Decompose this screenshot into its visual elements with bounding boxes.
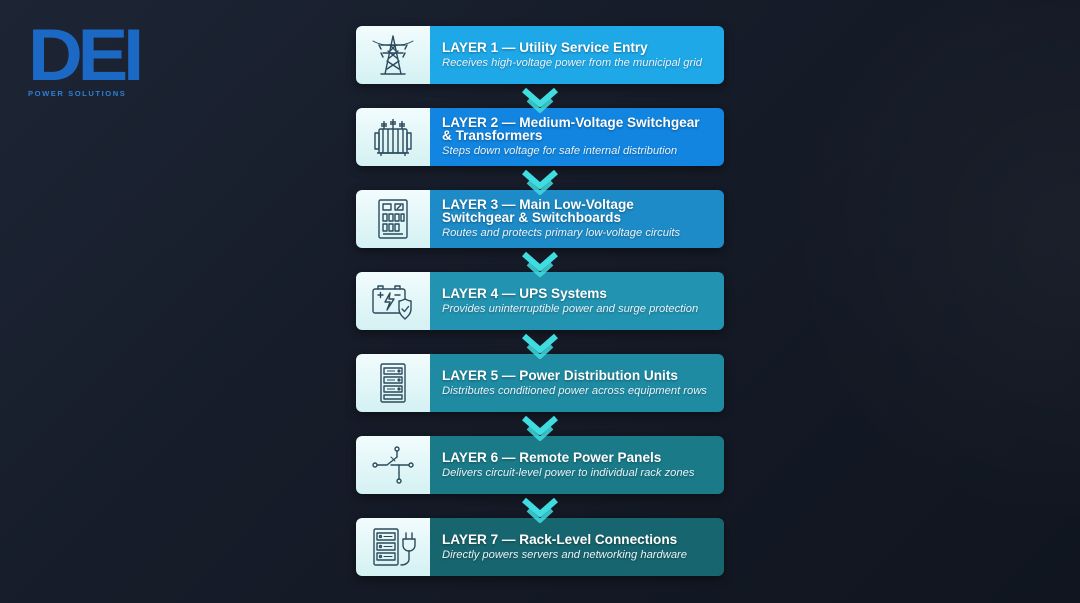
ups-battery-shield-icon: [356, 272, 430, 330]
logo-tagline: POWER SOLUTIONS: [28, 89, 127, 98]
switchboard-icon: [356, 190, 430, 248]
server-plug-icon: [356, 518, 430, 576]
layer-description: Delivers circuit-level power to individu…: [442, 466, 695, 479]
layer-card-5: LAYER 5 — Power Distribution Units Distr…: [356, 354, 724, 412]
layer-card-4: LAYER 4 — UPS Systems Provides uninterru…: [356, 272, 724, 330]
layer-description: Routes and protects primary low-voltage …: [442, 227, 681, 239]
layer-card-7: LAYER 7 — Rack-Level Connections Directl…: [356, 518, 724, 576]
layer-title: LAYER 4 — UPS Systems: [442, 285, 607, 301]
circuit-switch-icon: [356, 436, 430, 494]
layer-title: LAYER 7 — Rack-Level Connections: [442, 531, 678, 547]
layer-card-3: LAYER 3 — Main Low-Voltage Switchgear & …: [356, 190, 724, 248]
transmission-tower-icon: [356, 26, 430, 84]
down-chevron-icon: [520, 496, 560, 526]
down-chevron-icon: [520, 86, 560, 116]
transformer-icon: [356, 108, 430, 166]
layer-description: Receives high-voltage power from the mun…: [442, 56, 702, 69]
layer-description: Provides uninterruptible power and surge…: [442, 302, 699, 315]
down-chevron-icon: [520, 250, 560, 280]
layer-title: LAYER 2 — Medium-Voltage Switchgear & Tr…: [442, 115, 700, 143]
layer-title: LAYER 1 — Utility Service Entry: [442, 39, 648, 55]
dei-logo: DEI POWER SOLUTIONS: [28, 19, 148, 98]
layer-description: Directly powers servers and networking h…: [442, 548, 687, 561]
pdu-rack-icon: [356, 354, 430, 412]
layer-description: Steps down voltage for safe internal dis…: [442, 145, 678, 157]
layer-card-2: LAYER 2 — Medium-Voltage Switchgear & Tr…: [356, 108, 724, 166]
logo-mark: DEI: [28, 15, 144, 96]
layer-card-1: LAYER 1 — Utility Service Entry Receives…: [356, 26, 724, 84]
layer-title: LAYER 5 — Power Distribution Units: [442, 367, 678, 383]
layer-description: Distributes conditioned power across equ…: [442, 384, 707, 397]
down-chevron-icon: [520, 332, 560, 362]
layer-title: LAYER 6 — Remote Power Panels: [442, 449, 662, 465]
layer-card-6: LAYER 6 — Remote Power Panels Delivers c…: [356, 436, 724, 494]
down-chevron-icon: [520, 168, 560, 198]
layer-title: LAYER 3 — Main Low-Voltage Switchgear & …: [442, 197, 634, 225]
down-chevron-icon: [520, 414, 560, 444]
